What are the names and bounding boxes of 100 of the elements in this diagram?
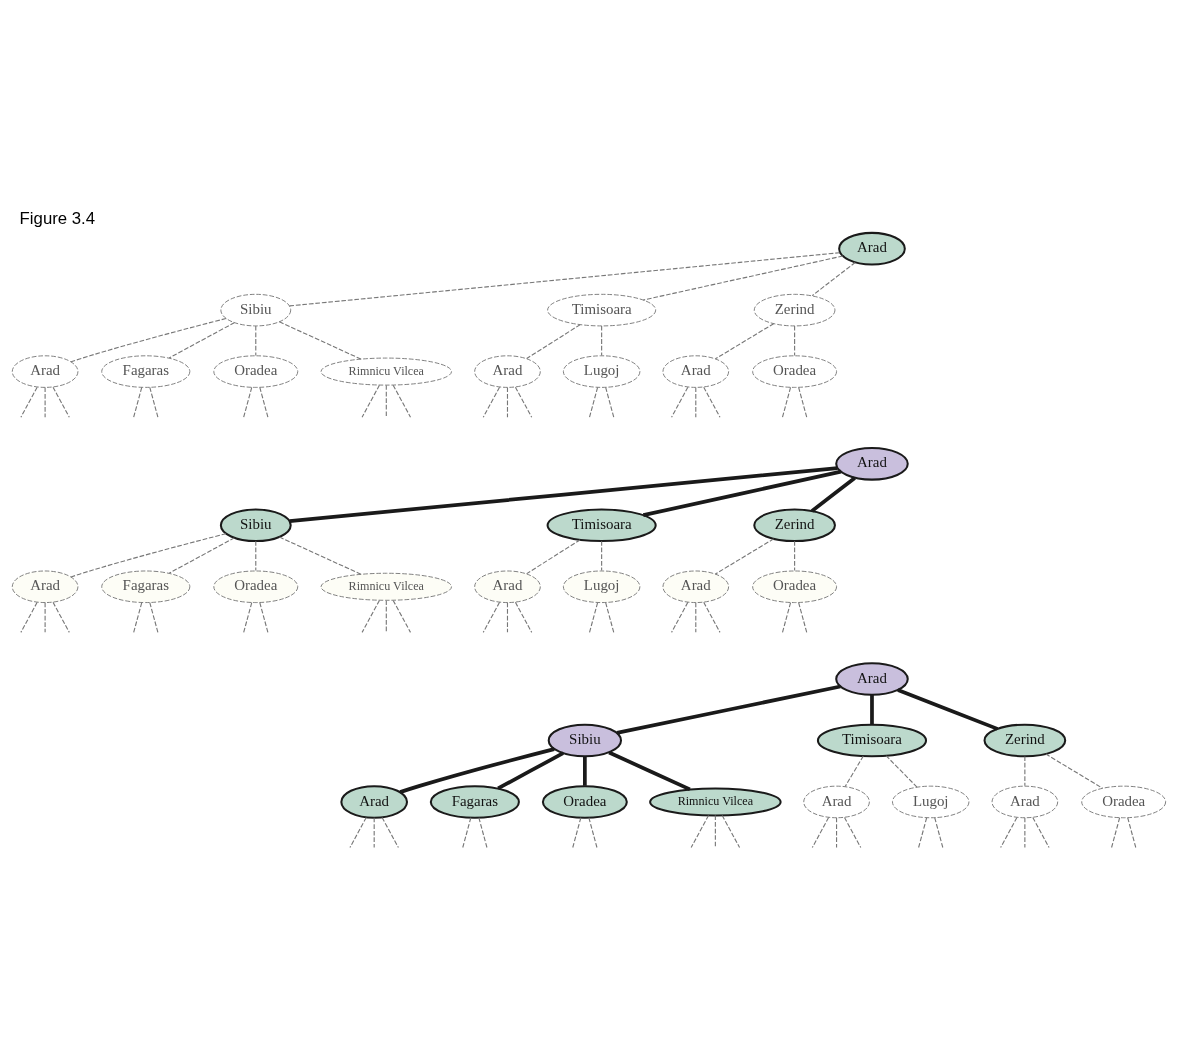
connector [781, 602, 792, 633]
connector [1024, 755, 1026, 787]
node-ellipse: Arad [662, 355, 730, 388]
connector [572, 817, 582, 849]
node-ellipse: Arad [474, 355, 541, 388]
connector [373, 817, 375, 849]
node-ellipse: Arad [838, 231, 906, 266]
connector [70, 318, 227, 363]
connector [385, 384, 387, 418]
connector [52, 386, 70, 418]
connector [278, 321, 362, 360]
connector [798, 602, 808, 633]
connector [1127, 817, 1137, 849]
connector [133, 386, 143, 418]
node-ellipse: Timisoara [547, 293, 657, 327]
node-ellipse: Rimnicu Vilcea [649, 787, 782, 817]
node-ellipse: Sibiu [219, 508, 292, 543]
connector [497, 751, 564, 791]
connector [601, 540, 603, 572]
connector [478, 817, 488, 849]
node-ellipse: Zerind [753, 508, 836, 543]
connector [588, 386, 599, 418]
connector [462, 817, 472, 849]
node-ellipse: Oradea [213, 570, 299, 604]
node-ellipse: Arad [803, 785, 870, 819]
connector [714, 323, 775, 360]
connector [695, 602, 697, 633]
connector [811, 261, 856, 297]
connector [918, 817, 928, 849]
node-ellipse: Arad [991, 785, 1059, 819]
connector [934, 817, 944, 849]
connector [149, 386, 159, 418]
connector [514, 601, 533, 633]
connector [794, 540, 796, 572]
node-ellipse: Sibiu [547, 723, 623, 758]
connector [616, 684, 841, 735]
diagram-title: Figure 3.4 [19, 208, 96, 228]
connector [714, 815, 716, 849]
connector [506, 386, 509, 418]
node-ellipse: Arad [11, 355, 79, 388]
connector [44, 386, 46, 418]
node-ellipse: Arad [662, 570, 730, 604]
node-ellipse: Timisoara [816, 723, 928, 758]
node-ellipse: Lugoj [892, 785, 970, 819]
connector [514, 386, 533, 418]
connector [289, 252, 841, 307]
node-ellipse: Oradea [213, 355, 299, 388]
connector [168, 537, 235, 574]
connector [810, 476, 856, 513]
connector [870, 695, 874, 725]
connector [1032, 816, 1050, 849]
connector [381, 816, 399, 849]
connector [1024, 817, 1026, 849]
connector [642, 469, 842, 517]
connector [349, 816, 367, 849]
connector [798, 386, 808, 418]
node-ellipse: Zerind [753, 293, 836, 327]
connector [671, 386, 689, 418]
connector [1000, 816, 1018, 849]
connector [642, 255, 844, 301]
connector [526, 539, 581, 575]
connector [385, 599, 387, 633]
node-ellipse: Rimnicu Vilcea [320, 572, 452, 601]
connector [690, 815, 710, 849]
node-ellipse: Lugoj [562, 355, 641, 388]
connector [703, 386, 721, 418]
connector [844, 755, 864, 787]
connector [133, 602, 143, 633]
connector [1045, 753, 1103, 789]
connector [703, 601, 721, 633]
connector [781, 386, 792, 418]
connector [583, 756, 587, 786]
connector [392, 384, 412, 418]
connector [526, 324, 581, 360]
connector [278, 536, 362, 575]
connector [361, 384, 380, 418]
connector [605, 602, 615, 633]
connector [20, 601, 38, 633]
node-ellipse: Fagaras [429, 785, 520, 819]
connector [897, 688, 999, 731]
node-ellipse: Oradea [1081, 785, 1167, 819]
connector [794, 325, 796, 356]
node-ellipse: Arad [835, 447, 909, 481]
connector [608, 750, 691, 792]
connector [671, 601, 689, 633]
node-ellipse: Rimnicu Vilcea [320, 357, 452, 386]
connector [259, 386, 269, 418]
connector [289, 466, 838, 523]
connector [255, 325, 257, 356]
connector [70, 533, 227, 578]
connector [1111, 817, 1121, 849]
connector [243, 602, 253, 633]
connector [361, 599, 380, 633]
connector [243, 386, 253, 418]
node-ellipse: Arad [340, 785, 409, 819]
connector [399, 747, 555, 794]
connector [255, 540, 257, 572]
connector [149, 602, 159, 633]
node-ellipse: Arad [474, 570, 541, 604]
connector [811, 816, 830, 849]
